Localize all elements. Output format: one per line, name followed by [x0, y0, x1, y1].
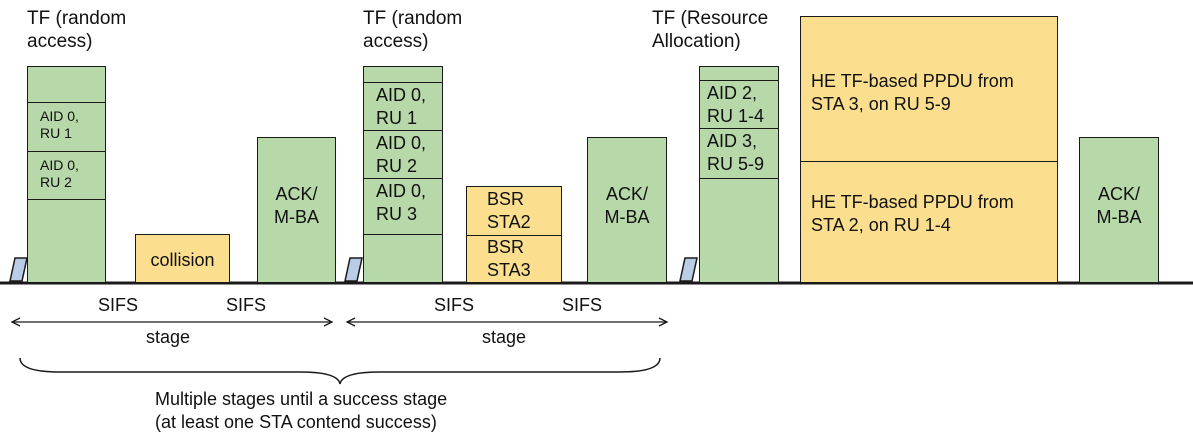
tf2-box: AID 0, RU 1 AID 0, RU 2 AID 0, RU 3 [363, 66, 443, 283]
tf3-row-2-label: AID 3, RU 5-9 [707, 131, 765, 174]
caption: Multiple stages until a success stage (a… [155, 389, 448, 432]
sifs-label-1: SIFS [98, 295, 139, 315]
tf1-row-2-label: AID 0, RU 2 [40, 157, 79, 190]
collision-box: collision [135, 234, 230, 283]
brace [19, 357, 661, 385]
tf1-row-2: AID 0, RU 2 [28, 152, 105, 200]
tf3-row-2: AID 3, RU 5-9 [700, 129, 778, 179]
tf3-box: AID 2, RU 1-4 AID 3, RU 5-9 [699, 66, 779, 283]
marker-1 [9, 257, 28, 282]
bsr-sta2-label: BSR STA2 [487, 189, 531, 232]
sifs-label-2: SIFS [226, 295, 267, 315]
stage-arrow-1 [10, 317, 334, 327]
tf3-label: TF (Resource Allocation) [652, 8, 769, 52]
tf2-row-1: AID 0, RU 1 [364, 83, 442, 131]
collision-label: collision [150, 250, 215, 270]
tf1-header-row [28, 67, 105, 103]
ppdu-row-bottom: HE TF-based PPDU from STA 2, on RU 1-4 [801, 162, 1057, 282]
tf2-row-3: AID 0, RU 3 [364, 179, 442, 235]
ppdu-sta3-label: HE TF-based PPDU from STA 3, on RU 5-9 [811, 71, 1014, 114]
marker-2 [344, 257, 363, 282]
tf1-row-1: AID 0, RU 1 [28, 103, 105, 152]
tf2-row-2-label: AID 0, RU 2 [376, 133, 427, 176]
ack1-box: ACK/ M-BA [257, 137, 336, 283]
stage-arrow-2 [345, 317, 669, 327]
tf1-row-1-label: AID 0, RU 1 [40, 108, 79, 141]
bsr-sta3-label: BSR STA3 [487, 237, 531, 280]
bsr-box: BSR STA2 BSR STA3 [466, 186, 562, 283]
ppdu-row-top: HE TF-based PPDU from STA 3, on RU 5-9 [801, 17, 1057, 162]
tf2-header-row [364, 67, 442, 83]
ack3-label: ACK/ M-BA [1096, 184, 1142, 227]
tf1-box: AID 0, RU 1 AID 0, RU 2 [27, 66, 106, 283]
marker-3 [679, 257, 698, 282]
bsr-row-2: BSR STA3 [467, 236, 561, 283]
stage-label-2: stage [482, 327, 527, 347]
ack1-label: ACK/ M-BA [274, 184, 319, 227]
tf2-row-3-label: AID 0, RU 3 [376, 181, 427, 224]
sifs-label-3: SIFS [434, 295, 475, 315]
tf3-header-row [700, 67, 778, 81]
ppdu-box: HE TF-based PPDU from STA 3, on RU 5-9 H… [800, 16, 1058, 283]
tf3-row-1: AID 2, RU 1-4 [700, 81, 778, 129]
stage-label-1: stage [146, 327, 191, 347]
tf3-row-1-label: AID 2, RU 1-4 [707, 83, 765, 126]
ppdu-sta2-label: HE TF-based PPDU from STA 2, on RU 1-4 [811, 192, 1014, 235]
tf1-label: TF (random access) [27, 8, 127, 52]
ack2-box: ACK/ M-BA [587, 137, 667, 283]
sifs-label-4: SIFS [562, 295, 603, 315]
tf2-row-1-label: AID 0, RU 1 [376, 85, 427, 128]
tf2-label: TF (random access) [363, 8, 463, 52]
ack2-label: ACK/ M-BA [604, 184, 650, 227]
ack3-box: ACK/ M-BA [1079, 137, 1159, 283]
bsr-row-1: BSR STA2 [467, 187, 561, 236]
tf2-row-2: AID 0, RU 2 [364, 131, 442, 179]
